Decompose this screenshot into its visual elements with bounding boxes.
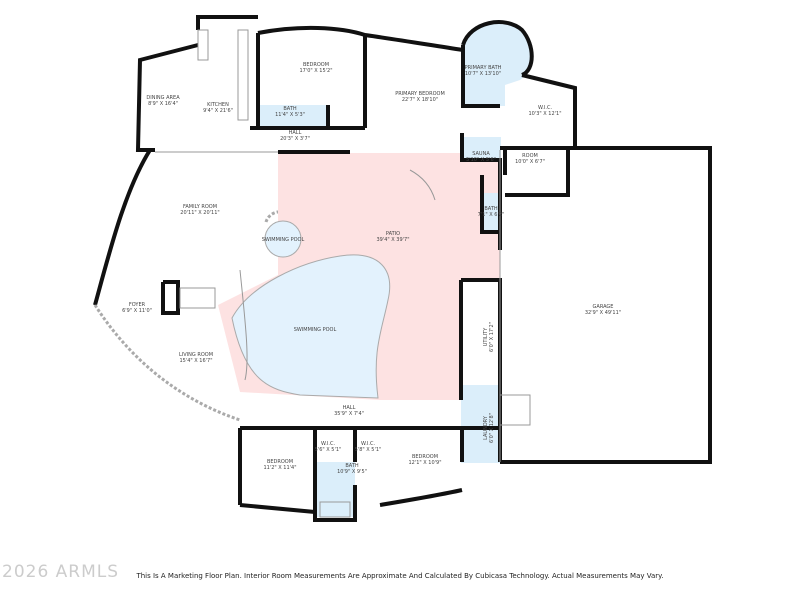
spa-pool-shape xyxy=(264,220,302,258)
sauna-fill xyxy=(463,137,501,161)
swimming-pool-shape xyxy=(231,254,391,399)
svg-text:W.I.C.5'6" X 5'1": W.I.C.5'6" X 5'1" xyxy=(315,441,342,453)
fixtures xyxy=(155,29,531,518)
primary-bath-fill xyxy=(463,22,532,107)
svg-text:W.I.C.5'8" X 5'1": W.I.C.5'8" X 5'1" xyxy=(355,441,382,453)
bath1-fill xyxy=(258,105,328,127)
bath3-fill xyxy=(315,462,355,517)
svg-text:SWIMMING POOL: SWIMMING POOL xyxy=(294,327,337,333)
svg-text:UTILITY6'0" X 17'2": UTILITY6'0" X 17'2" xyxy=(483,322,495,352)
svg-text:W.I.C.10'3" X 12'1": W.I.C.10'3" X 12'1" xyxy=(528,105,561,117)
bath2-fill xyxy=(482,193,500,231)
laundry-fill xyxy=(461,385,501,463)
svg-text:SWIMMING POOL: SWIMMING POOL xyxy=(262,237,305,243)
walls xyxy=(93,15,712,522)
svg-text:LAUNDRY6'0" X 12'8": LAUNDRY6'0" X 12'8" xyxy=(483,413,495,443)
disclaimer-footer: This Is A Marketing Floor Plan. Interior… xyxy=(136,572,664,580)
watermark: 2026 ARMLS xyxy=(2,562,120,582)
